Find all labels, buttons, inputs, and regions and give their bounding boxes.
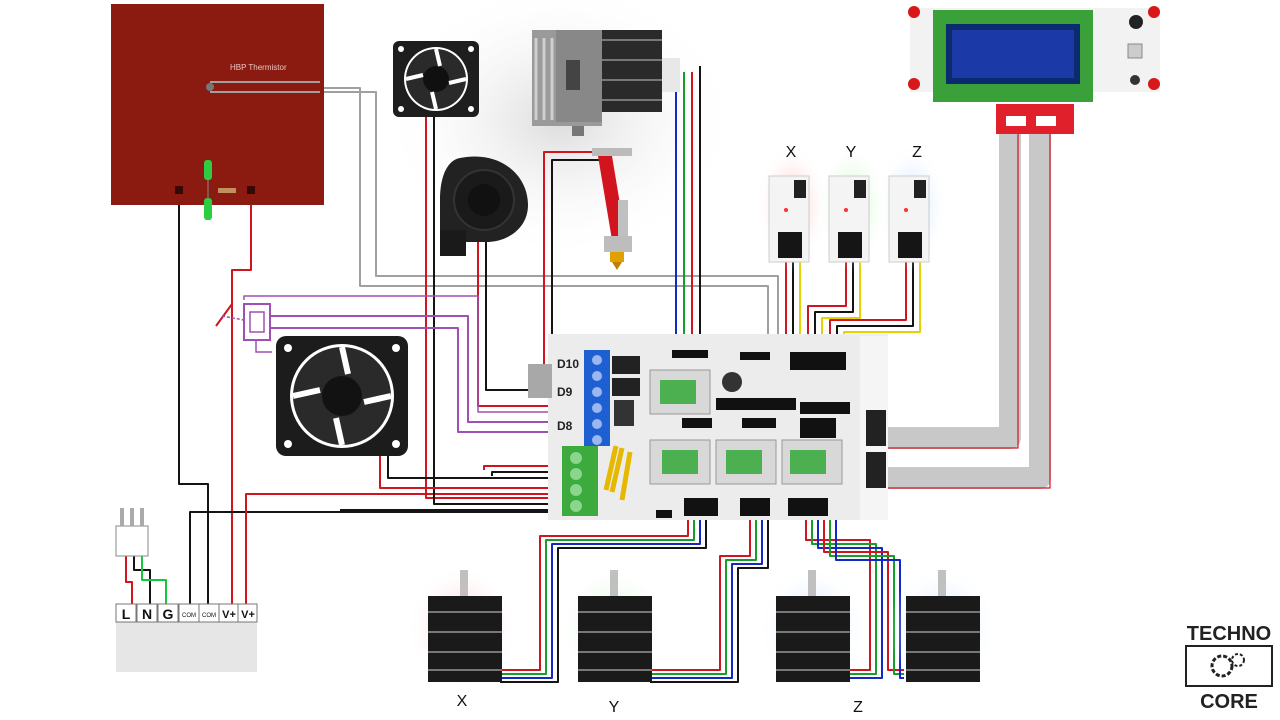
thermistor-wire-2: [320, 91, 779, 356]
stepper-y-wires-4: [650, 512, 769, 683]
stepper-x-wires-4: [500, 512, 707, 683]
stepper-z2: [906, 570, 980, 682]
fuse-2: [619, 451, 633, 501]
bed-led: [204, 160, 212, 220]
psu-vplus-wire: [245, 493, 560, 604]
thermistor-probe: [210, 81, 320, 93]
extruder-assembly: [532, 30, 680, 136]
endstop-z: [888, 175, 930, 263]
endstop-label-x: X: [786, 144, 797, 161]
lcd-header-1: [866, 410, 886, 446]
stepper-x-wires-1: [500, 512, 689, 671]
stepper-z1: [776, 570, 850, 682]
mosfet-1: [612, 356, 640, 374]
stepper-label-x: X: [457, 693, 468, 710]
fan1-red-wire: [425, 116, 560, 499]
stepper-x-wires-3: [500, 512, 701, 679]
stepper-y-wires-3: [650, 512, 763, 679]
mains-plug: [115, 508, 149, 557]
power-supply: L N G COM COM V+ V+: [115, 508, 258, 672]
psu-terminal-n: N: [142, 606, 152, 622]
stepper-motors: X Y Z: [408, 566, 998, 716]
driver-slots: [649, 369, 843, 485]
fan1-black-wire: [433, 116, 560, 505]
endstop-label-y: Y: [846, 144, 857, 161]
psu-terminal-l: L: [122, 606, 131, 622]
psu-terminal-com-1: COM: [182, 613, 196, 619]
pin-label-d8: D8: [557, 419, 573, 433]
mosfet-2: [612, 378, 640, 396]
blower-fan: [440, 156, 528, 256]
bed-red-wire: [231, 192, 252, 604]
logo-line-2: CORE: [1200, 691, 1258, 713]
capacitor: [722, 372, 742, 392]
lcd-controller: [908, 6, 1160, 134]
fan-large: [276, 336, 408, 456]
techno-core-logo: TECHNO CORE: [1185, 623, 1273, 713]
psu-terminal-vplus-1: V+: [222, 609, 236, 621]
psu-com-wire: [189, 511, 560, 604]
relay-purple-wire-2: [270, 327, 570, 433]
relay-purple-wire-1: [270, 315, 570, 423]
heated-bed: HBP Thermistor: [111, 4, 324, 220]
mains-red-wire: [125, 556, 133, 604]
stepper-label-z: Z: [853, 699, 863, 716]
pin-label-d10: D10: [557, 357, 579, 371]
stepper-y-wires-2: [650, 512, 757, 675]
stepper-x: [428, 570, 502, 682]
mains-green-wire: [141, 556, 167, 604]
ramps-board: D10 D9 D8: [528, 334, 888, 520]
board-psu-red-wire: [483, 465, 560, 470]
fan2-black-wire: [387, 456, 560, 479]
terminal-block-mosfet: [584, 350, 610, 446]
board-black-wire-2: [491, 471, 560, 476]
lcd-header-2: [866, 452, 886, 488]
lcd-ribbon-cable-2: [880, 134, 1051, 489]
relay: [215, 303, 272, 353]
fan-top: [393, 41, 479, 117]
endstops: X Y Z: [756, 142, 948, 272]
fuse-1: [603, 445, 625, 493]
stepper-y: [578, 570, 652, 682]
mosfet-3: [614, 400, 634, 426]
lcd-ribbon-edge-2: [880, 134, 1051, 489]
fan2-red-wire: [379, 456, 560, 489]
hotend: [592, 148, 632, 270]
psu-terminal-g: G: [163, 606, 174, 622]
header-pins: [656, 350, 850, 518]
endstop-x: [768, 175, 810, 263]
endstop-y-wires-1: [807, 262, 847, 356]
psu-terminal-com-2: COM: [202, 613, 216, 619]
gear-icon-small: [1231, 653, 1245, 667]
gear-icon: [1210, 654, 1234, 678]
endstop-y: [828, 175, 870, 263]
psu-terminal-vplus-2: V+: [241, 609, 255, 621]
lcd-ribbon-cable-1: [880, 134, 1021, 449]
terminal-block-power-in: [562, 446, 598, 516]
lcd-adapter: [996, 104, 1074, 134]
bed-black-wire: [178, 192, 209, 604]
lcd-ribbon-edge-1: [880, 134, 1019, 449]
endstop-label-z: Z: [912, 144, 922, 161]
stepper-label-y: Y: [609, 699, 620, 716]
thermistor-label: HBP Thermistor: [230, 63, 287, 72]
stepper-z1-wires-3: [817, 512, 883, 679]
stepper-y-wires-1: [650, 512, 751, 671]
pin-label-d9: D9: [557, 385, 573, 399]
stepper-x-wires-2: [500, 512, 695, 675]
relay-purple-wire-3: [243, 295, 570, 413]
logo-line-1: TECHNO: [1187, 623, 1271, 645]
